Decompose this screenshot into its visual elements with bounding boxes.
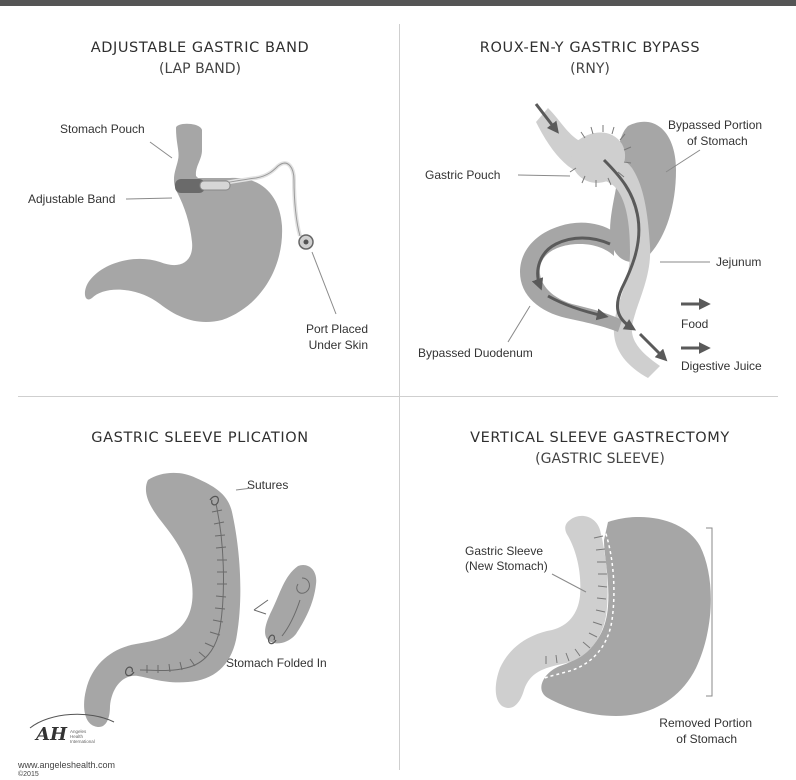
port-center: [304, 240, 309, 245]
removed-portion-shape: [541, 517, 711, 716]
plication-stomach: [84, 473, 316, 727]
sutures-leader: [236, 488, 252, 490]
duodenum-leader: [508, 306, 530, 342]
port-leader: [312, 252, 336, 314]
fold-indicator: [254, 600, 268, 614]
folded-stomach-cross-section: [265, 565, 316, 643]
stomach-pouch-leader: [150, 142, 172, 158]
lap-band-stomach: [85, 124, 336, 322]
stomach-shape: [85, 124, 282, 322]
vsg-stomach: [496, 516, 712, 716]
gastric-pouch-leader: [518, 175, 570, 176]
band-buckle: [200, 181, 230, 190]
adjustable-band-leader: [126, 198, 172, 199]
rny-stomach: [508, 104, 710, 378]
